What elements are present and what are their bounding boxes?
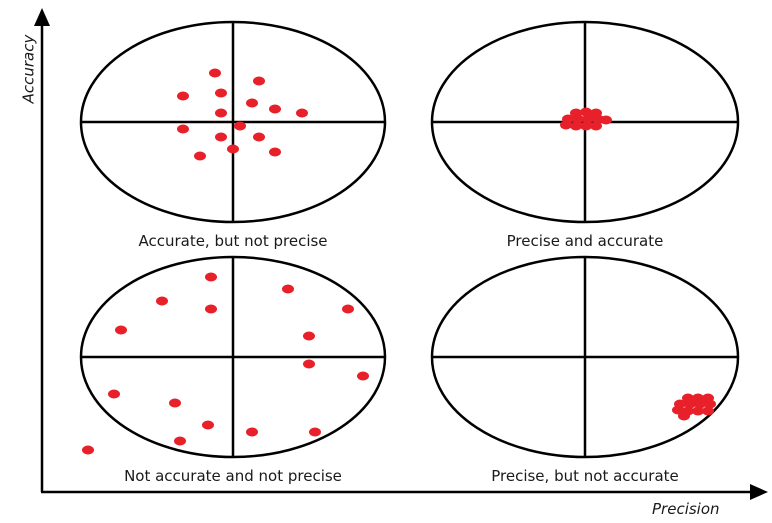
hit-marker: [702, 406, 714, 416]
hit-marker: [177, 91, 189, 101]
hit-marker: [560, 120, 572, 130]
caption-precise-not-accurate: Precise, but not accurate: [491, 467, 679, 485]
hit-marker: [253, 132, 265, 142]
hit-marker: [169, 398, 181, 408]
hit-marker: [246, 427, 258, 437]
hit-marker: [600, 115, 612, 125]
hit-marker: [177, 124, 189, 134]
hit-marker: [678, 411, 690, 421]
hit-marker: [590, 121, 602, 131]
x-axis-arrowhead: [750, 484, 768, 500]
hit-marker: [156, 296, 168, 306]
x-axis-label: Precision: [652, 500, 720, 518]
hit-marker: [115, 325, 127, 335]
hit-marker: [580, 121, 592, 131]
hit-marker: [209, 68, 221, 78]
hit-marker: [694, 399, 706, 409]
hit-marker: [303, 359, 315, 369]
hit-marker: [215, 88, 227, 98]
hit-marker: [357, 371, 369, 381]
hit-marker: [692, 406, 704, 416]
target-not-accurate-not-precise: [79, 255, 387, 459]
hit-marker: [194, 151, 206, 161]
caption-not-accurate-not-precise: Not accurate and not precise: [124, 467, 342, 485]
hit-marker: [269, 147, 281, 157]
hit-marker: [303, 331, 315, 341]
axes: [34, 8, 768, 500]
hit-marker: [582, 114, 594, 124]
hit-marker: [572, 114, 584, 124]
hit-marker: [215, 132, 227, 142]
hit-marker: [174, 436, 186, 446]
hit-marker: [205, 304, 217, 314]
caption-precise-and-accurate: Precise and accurate: [506, 232, 664, 250]
hit-group: [560, 107, 612, 131]
target-precise-not-accurate: [430, 255, 740, 459]
hit-marker: [246, 98, 258, 108]
hit-marker: [227, 144, 239, 154]
caption-accurate-not-precise: Accurate, but not precise: [138, 232, 328, 250]
hit-marker: [309, 427, 321, 437]
hit-marker: [342, 304, 354, 314]
y-axis-arrowhead: [34, 8, 50, 26]
hit-marker: [704, 399, 716, 409]
hit-marker: [82, 445, 94, 455]
hit-group: [672, 393, 716, 421]
hit-marker: [253, 76, 265, 86]
target-precise-and-accurate: [430, 20, 740, 224]
hit-marker: [269, 104, 281, 114]
hit-group: [82, 272, 369, 455]
hit-marker: [580, 107, 592, 117]
hit-marker: [108, 389, 120, 399]
hit-marker: [234, 121, 246, 131]
hit-marker: [215, 108, 227, 118]
hit-marker: [202, 420, 214, 430]
hit-marker: [205, 272, 217, 282]
target-accurate-not-precise: [79, 20, 387, 224]
hit-marker: [282, 284, 294, 294]
hit-marker: [684, 399, 696, 409]
hit-group: [177, 68, 308, 161]
y-axis-label: Accuracy: [19, 34, 38, 104]
hit-marker: [296, 108, 308, 118]
hit-marker: [570, 121, 582, 131]
